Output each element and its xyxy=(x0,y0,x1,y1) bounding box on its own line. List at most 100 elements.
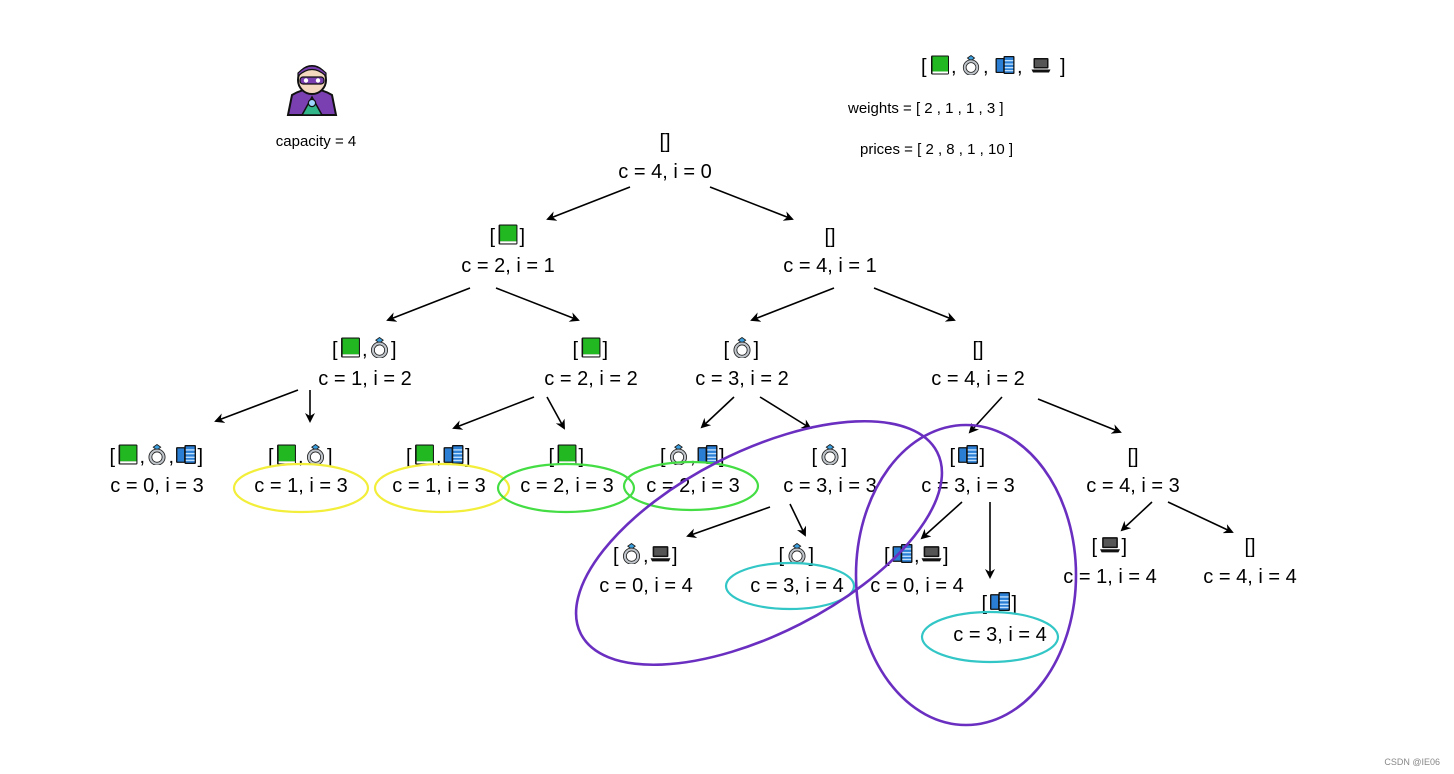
tree-node: []c = 4, i = 0 xyxy=(618,131,711,183)
tree-node: [] c = 1, i = 4 xyxy=(1063,536,1156,588)
bag-close-bracket: ] xyxy=(842,446,848,468)
book-icon xyxy=(931,55,949,75)
tree-node: [,]c = 0, i = 4 xyxy=(870,544,964,597)
node-state-label: c = 3, i = 4 xyxy=(750,575,843,597)
bag-close-bracket: ] xyxy=(579,446,585,468)
node-state-label: c = 4, i = 0 xyxy=(618,161,711,183)
books-stack-icon xyxy=(892,544,913,563)
bag-open-bracket: [ xyxy=(950,446,956,468)
ring-icon xyxy=(148,444,166,465)
bag-close-bracket: ] xyxy=(754,339,760,361)
node-state-label: c = 3, i = 3 xyxy=(783,475,876,497)
ring-icon xyxy=(733,337,751,358)
tree-edges xyxy=(214,186,1234,579)
node-state-label: c = 0, i = 3 xyxy=(110,475,203,497)
node-state-label: c = 0, i = 4 xyxy=(599,575,692,597)
node-bag-label: [] xyxy=(1244,536,1255,558)
node-state-label: c = 3, i = 3 xyxy=(921,475,1014,497)
edge xyxy=(750,287,835,322)
book-icon xyxy=(277,444,296,465)
bag-open-bracket: [ xyxy=(1092,536,1098,558)
node-state-label: c = 1, i = 3 xyxy=(254,475,347,497)
books-stack-icon xyxy=(443,445,464,464)
tree-node: []c = 2, i = 2 xyxy=(544,337,638,390)
edge xyxy=(214,389,299,423)
ring-icon xyxy=(306,444,325,465)
node-state-label: c = 2, i = 3 xyxy=(520,475,613,497)
tree-node: []c = 3, i = 2 xyxy=(695,337,789,390)
books-stack-icon xyxy=(697,445,718,464)
ring-icon xyxy=(622,543,641,564)
tree-node: [,]c = 1, i = 3 xyxy=(392,444,486,497)
items-comma-3: , xyxy=(1017,56,1023,78)
capacity-label: capacity = 4 xyxy=(276,133,356,150)
bag-open-bracket: [ xyxy=(110,446,116,468)
tree-nodes: []c = 4, i = 0[]c = 2, i = 1[]c = 4, i =… xyxy=(110,131,1297,646)
purple-subtree-ellipse xyxy=(574,419,944,667)
books-stack-icon xyxy=(995,56,1015,74)
yellow-highlight-ellipse xyxy=(232,462,370,514)
edge xyxy=(759,396,812,430)
edge xyxy=(709,186,794,221)
bag-open-bracket: [ xyxy=(490,226,496,248)
bag-close-bracket: ] xyxy=(943,545,949,567)
node-state-label: c = 1, i = 2 xyxy=(318,368,411,390)
tree-node: [] c = 3, i = 4 xyxy=(750,543,844,597)
bag-open-bracket: [ xyxy=(779,545,785,567)
bag-close-bracket: ] xyxy=(1012,593,1018,615)
tree-node: [,]c = 1, i = 2 xyxy=(318,337,412,390)
tree-node: []c = 3, i = 3 xyxy=(921,445,1015,497)
tree-node: []c = 4, i = 3 xyxy=(1086,446,1179,497)
bag-close-bracket: ] xyxy=(719,446,725,468)
bag-comma: , xyxy=(643,545,649,567)
cyan-highlight-ellipse xyxy=(724,561,856,611)
edge xyxy=(495,287,580,322)
books-stack-icon xyxy=(176,445,196,464)
node-bag-label: [] xyxy=(824,226,835,248)
edge xyxy=(686,506,771,539)
tree-node: []c = 4, i = 2 xyxy=(931,339,1024,390)
prices-label: prices = [ 2 , 8 , 1 , 10 ] xyxy=(860,141,1013,158)
weights-label: weights = [ 2 , 1 , 1 , 3 ] xyxy=(847,100,1004,117)
node-state-label: c = 2, i = 3 xyxy=(646,475,739,497)
bag-open-bracket: [ xyxy=(660,446,666,468)
bag-comma: , xyxy=(690,446,696,468)
edge xyxy=(546,396,565,430)
node-state-label: c = 4, i = 3 xyxy=(1086,475,1179,497)
book-icon xyxy=(118,444,138,465)
node-state-label: c = 2, i = 2 xyxy=(544,368,637,390)
edge xyxy=(1167,501,1234,534)
bag-close-bracket: ] xyxy=(603,339,609,361)
bag-close-bracket: ] xyxy=(809,545,815,567)
bag-comma: , xyxy=(298,446,304,468)
bag-close-bracket: ] xyxy=(520,226,526,248)
node-state-label: c = 4, i = 1 xyxy=(783,255,876,277)
items-header: [ , , , ] xyxy=(921,55,1066,78)
items-close-bracket: ] xyxy=(1060,56,1066,78)
book-icon xyxy=(415,444,434,465)
items-comma-2: , xyxy=(983,56,989,78)
highlight-ellipses xyxy=(232,419,1078,727)
laptop-icon xyxy=(1100,537,1120,553)
tree-node: [,]c = 0, i = 4 xyxy=(599,543,693,597)
edge xyxy=(1120,501,1153,532)
ring-icon xyxy=(788,543,806,564)
node-state-label: c = 2, i = 1 xyxy=(461,255,554,277)
node-state-label: c = 1, i = 4 xyxy=(1063,566,1156,588)
book-icon xyxy=(341,337,360,358)
bag-comma: , xyxy=(169,446,175,468)
node-state-label: c = 4, i = 2 xyxy=(931,368,1024,390)
edge xyxy=(873,287,956,322)
bag-comma: , xyxy=(140,446,146,468)
tree-node: [] c = 3, i = 3 xyxy=(783,444,877,497)
ring-icon xyxy=(669,444,688,465)
node-state-label: c = 0, i = 4 xyxy=(870,575,963,597)
bag-close-bracket: ] xyxy=(1122,536,1128,558)
watermark: CSDN @IE06 xyxy=(1384,757,1440,767)
book-icon xyxy=(498,224,518,245)
laptop-icon xyxy=(1031,58,1051,73)
yellow-highlight-ellipse xyxy=(373,462,511,514)
bag-open-bracket: [ xyxy=(812,446,818,468)
edge xyxy=(700,396,735,429)
